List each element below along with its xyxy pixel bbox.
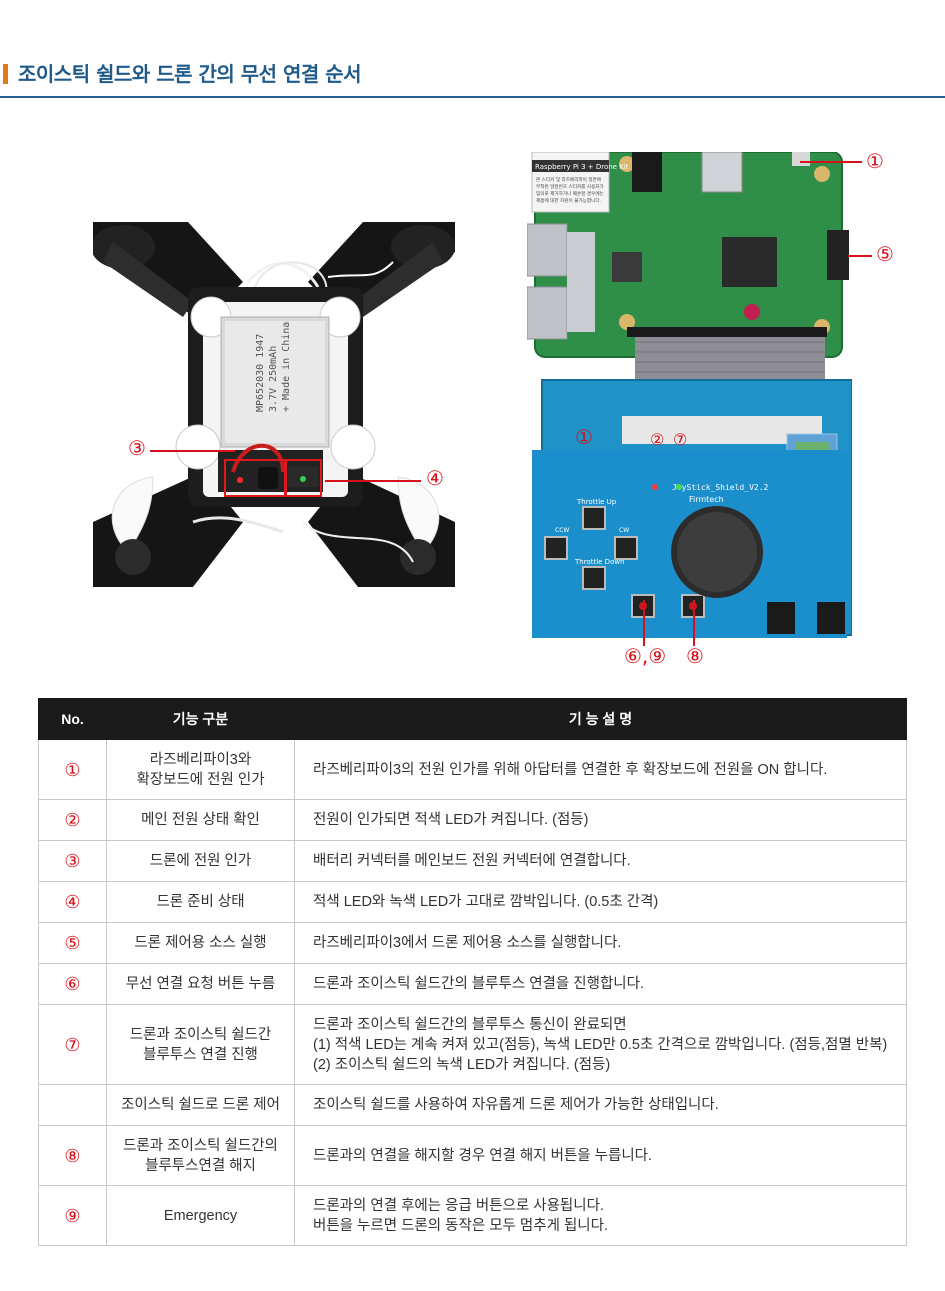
table-row: ④ 드론 준비 상태 적색 LED와 녹색 LED가 고대로 깜박입니다. (0… <box>38 881 907 923</box>
row-no: ① <box>38 739 107 800</box>
row-desc: 드론과의 연결 후에는 응급 버튼으로 사용됩니다.버튼을 누르면 드론의 동작… <box>294 1185 907 1246</box>
throttle-down-label: Throttle Down <box>574 558 625 566</box>
sticker-line-1: 본 스티커 및 라즈베리파이 정면에 <box>536 176 601 183</box>
callout-7: ⑦ <box>673 430 688 449</box>
throttle-up-label: Throttle Up <box>576 498 617 506</box>
row-desc: 배터리 커넥터를 메인보드 전원 커넥터에 연결합니다. <box>294 840 907 882</box>
row-no: ③ <box>38 840 107 882</box>
header-no: No. <box>38 698 107 740</box>
callout-3: ③ <box>128 436 146 460</box>
header-accent-bar <box>3 64 8 84</box>
drone-illustration: MP652030 1947 3.7V 250mAh + Made in Chin… <box>93 222 455 587</box>
table-row: ⑨ Emergency 드론과의 연결 후에는 응급 버튼으로 사용됩니다.버튼… <box>38 1185 907 1246</box>
shield-brand: Firmtech <box>689 495 724 504</box>
table-header-row: No. 기능 구분 기 능 설 명 <box>38 698 907 740</box>
header-desc: 기 능 설 명 <box>294 698 907 740</box>
page-title: 조이스틱 쉴드와 드론 간의 무선 연결 순서 <box>18 62 362 86</box>
row-no: ⑧ <box>38 1125 107 1186</box>
sticker-line-4: 제품에 대한 지원이 불가능합니다. <box>536 197 601 204</box>
table-row: ⑥ 무선 연결 요청 버튼 누름 드론과 조이스틱 쉴드간의 블루투스 연결을 … <box>38 963 907 1005</box>
battery-label-3: + Made in China <box>281 322 292 412</box>
battery-label-1: MP652030 1947 <box>255 334 266 412</box>
row-no: ⑥ <box>38 963 107 1005</box>
row-func: 드론에 전원 인가 <box>106 840 295 882</box>
shield-label: JoyStick_Shield_V2.2 <box>672 483 769 492</box>
row-func: 무선 연결 요청 버튼 누름 <box>106 963 295 1005</box>
board-photo: Raspberry Pi 3 + Drone Kit 본 스티커 및 라즈베리파… <box>527 152 852 640</box>
row-func: 메인 전원 상태 확인 <box>106 799 295 841</box>
row-func: Emergency <box>106 1185 295 1246</box>
callout-8: ⑧ <box>686 644 704 668</box>
table-row: ② 메인 전원 상태 확인 전원이 인가되면 적색 LED가 켜집니다. (점등… <box>38 799 907 841</box>
row-desc: 라즈베리파이3에서 드론 제어용 소스를 실행합니다. <box>294 922 907 964</box>
callout-1-shield: ① <box>575 425 593 449</box>
cw-label: CW <box>619 527 629 534</box>
sticker-line-3: 임의로 제거하거나 훼손할 경우에는 <box>536 190 604 197</box>
sticker-title: Raspberry Pi 3 + Drone Kit <box>535 163 629 171</box>
callout-5: ⑤ <box>876 242 894 266</box>
row-no: ② <box>38 799 107 841</box>
row-desc: 드론과의 연결을 해지할 경우 연결 해지 버튼을 누릅니다. <box>294 1125 907 1186</box>
table-row: ⑤ 드론 제어용 소스 실행 라즈베리파이3에서 드론 제어용 소스를 실행합니… <box>38 922 907 964</box>
row-desc: 조이스틱 쉴드를 사용하여 자유롭게 드론 제어가 가능한 상태입니다. <box>294 1084 907 1126</box>
board-illustration: Raspberry Pi 3 + Drone Kit 본 스티커 및 라즈베리파… <box>527 152 852 638</box>
callout-4-line <box>325 480 421 482</box>
callout-5-line <box>848 255 872 257</box>
table-row: ③ 드론에 전원 인가 배터리 커넥터를 메인보드 전원 커넥터에 연결합니다. <box>38 840 907 882</box>
drone-photo: MP652030 1947 3.7V 250mAh + Made in Chin… <box>93 222 455 587</box>
callout-1: ① <box>866 149 884 173</box>
callout-69-line <box>643 600 645 646</box>
callout-1-line <box>800 161 862 163</box>
row-desc: 라즈베리파이3의 전원 인가를 위해 아답터를 연결한 후 확장보드에 전원을 … <box>294 739 907 800</box>
header-func: 기능 구분 <box>106 698 295 740</box>
row-no <box>38 1084 107 1126</box>
row-no: ⑤ <box>38 922 107 964</box>
row-desc: 드론과 조이스틱 쉴드간의 블루투스 연결을 진행합니다. <box>294 963 907 1005</box>
row-desc: 드론과 조이스틱 쉴드간의 블루투스 통신이 완료되면(1) 적색 LED는 계… <box>294 1004 907 1085</box>
section-header: 조이스틱 쉴드와 드론 간의 무선 연결 순서 <box>0 58 945 98</box>
row-desc: 전원이 인가되면 적색 LED가 켜집니다. (점등) <box>294 799 907 841</box>
callout-2: ② <box>650 430 665 449</box>
row-func: 드론 제어용 소스 실행 <box>106 922 295 964</box>
row-no: ⑨ <box>38 1185 107 1246</box>
row-func: 조이스틱 쉴드로 드론 제어 <box>106 1084 295 1126</box>
row-no: ⑦ <box>38 1004 107 1085</box>
row-desc: 적색 LED와 녹색 LED가 고대로 깜박입니다. (0.5초 간격) <box>294 881 907 923</box>
ccw-label: CCW <box>555 527 569 534</box>
row-no: ④ <box>38 881 107 923</box>
row-func: 드론 준비 상태 <box>106 881 295 923</box>
sticker-line-2: 부착된 일련번호 스티커를 사용자가 <box>536 183 605 190</box>
table-row: 조이스틱 쉴드로 드론 제어 조이스틱 쉴드를 사용하여 자유롭게 드론 제어가… <box>38 1084 907 1126</box>
callout-8-line <box>693 600 695 646</box>
battery-label-2: 3.7V 250mAh <box>268 346 279 412</box>
callout-6-9: ⑥,⑨ <box>624 644 667 668</box>
callout-3-line <box>150 450 235 452</box>
callout-4: ④ <box>426 466 444 490</box>
